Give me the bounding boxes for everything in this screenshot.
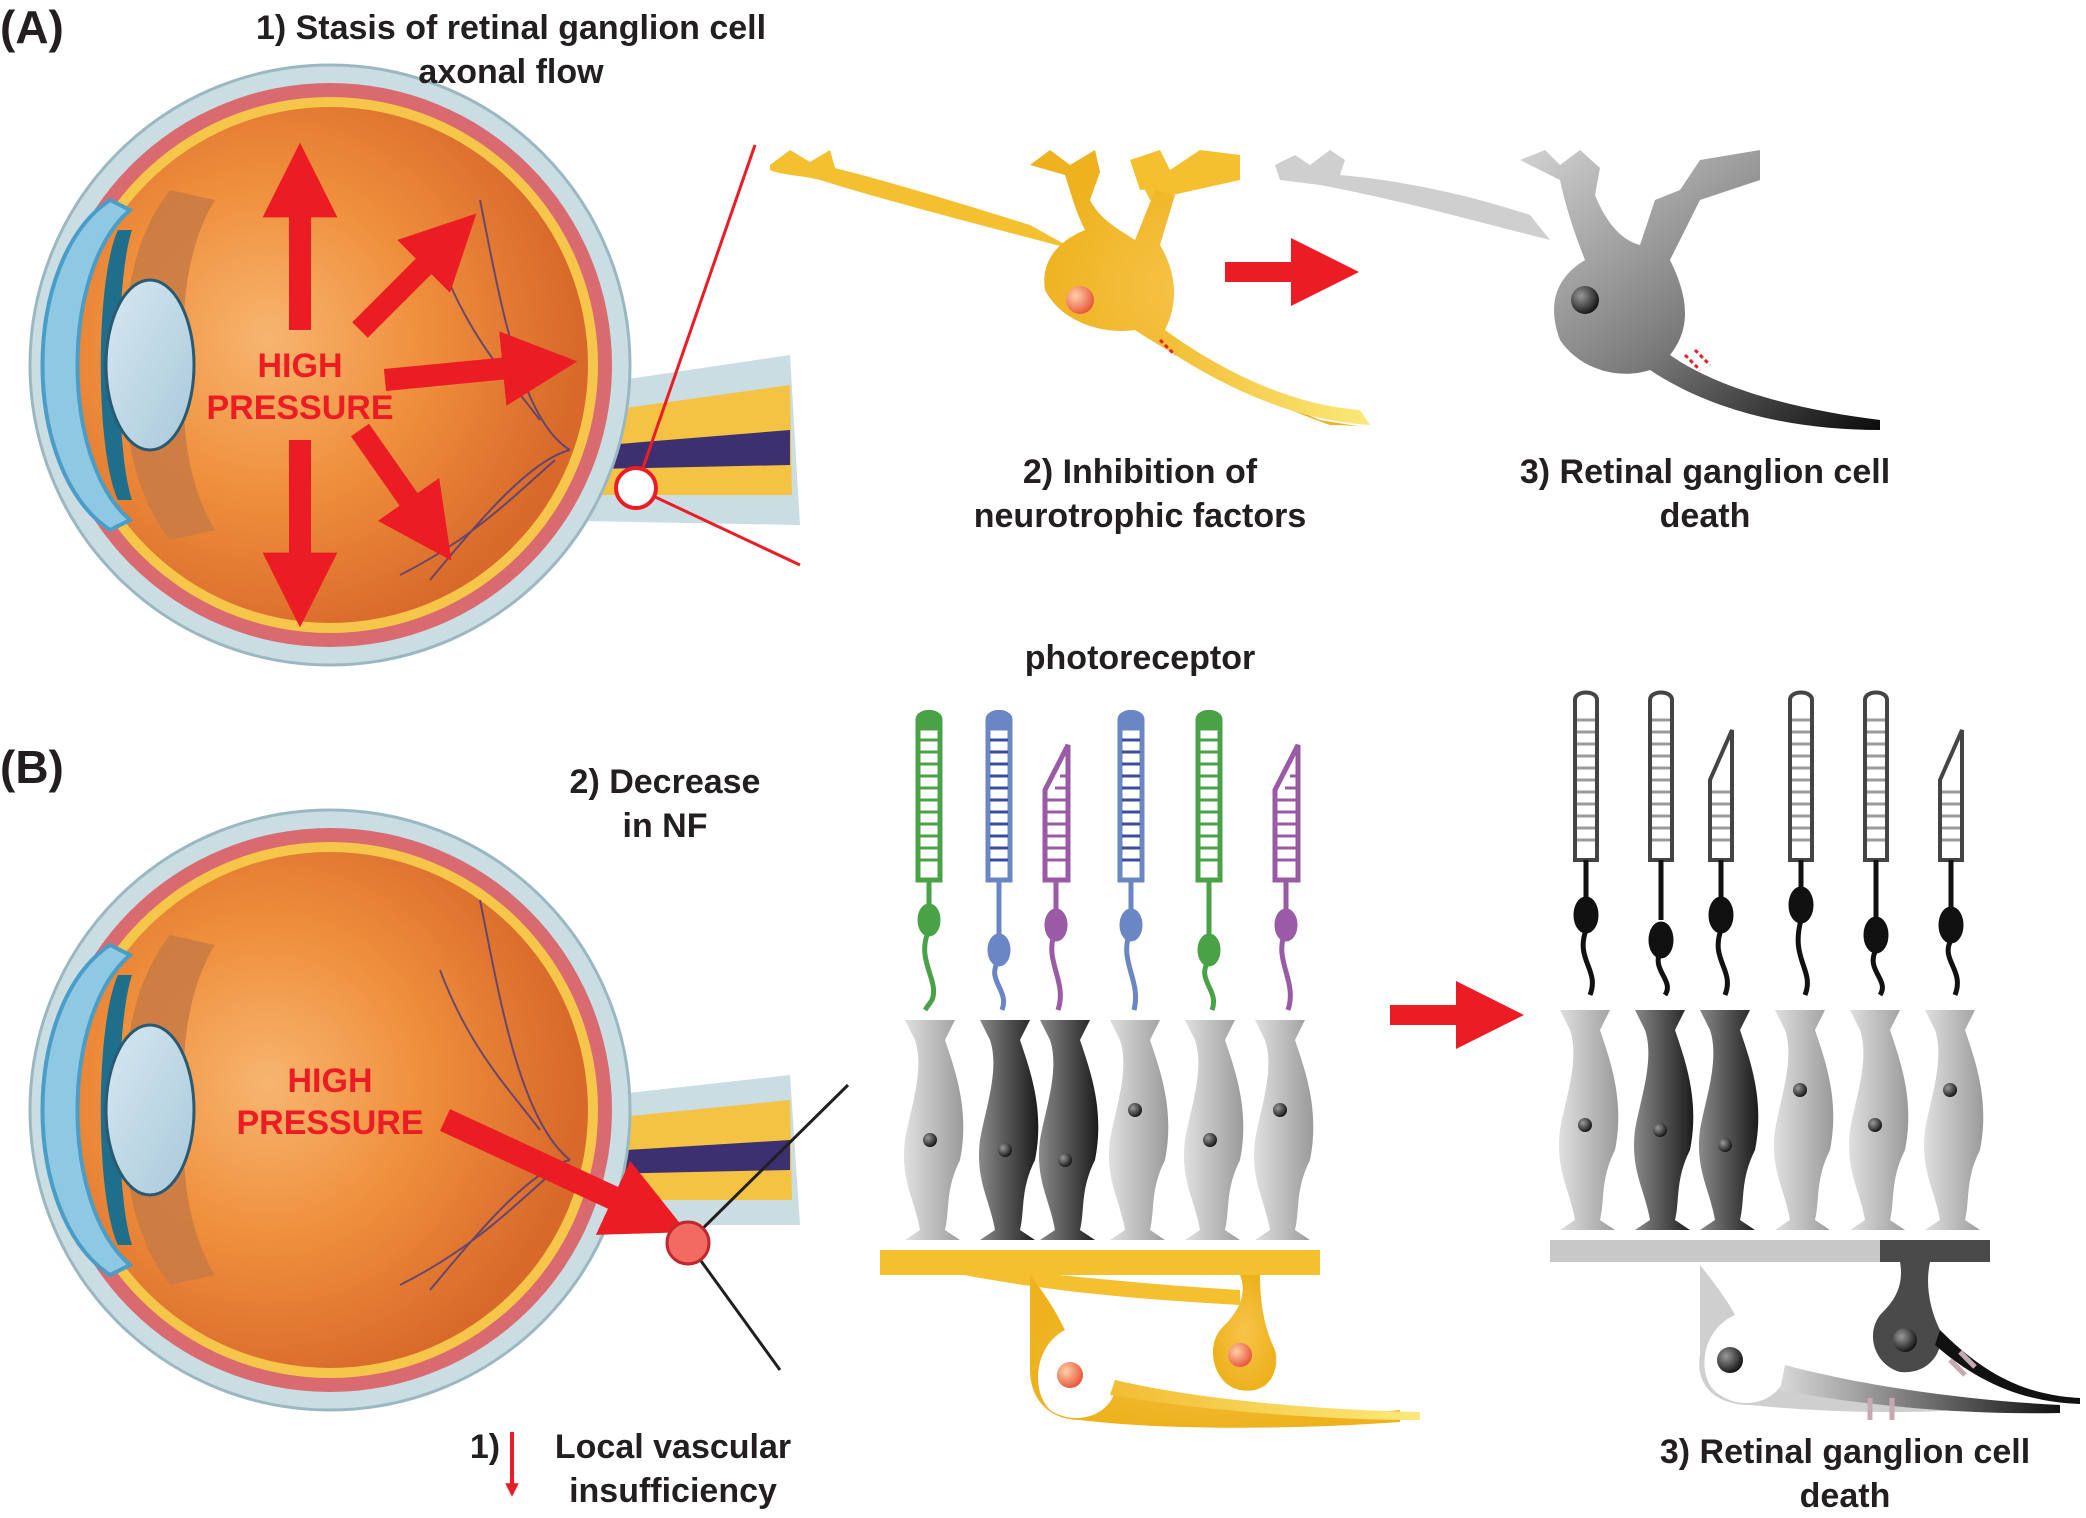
bipolar-cell-row [903,1020,1314,1240]
eye-illustration-b [28,808,800,1412]
healthy-ganglion-cell-a [770,150,1370,427]
bipolar-cell [903,1020,964,1240]
step1b-line2: insufficiency [569,1472,777,1510]
step3b-line2: death [1799,1477,1891,1515]
dying-ganglion-cell-a [1275,150,1880,430]
high-pressure-label-a: HIGH PRESSURE [180,345,420,429]
step3-death-label-a: 3) Retinal ganglion cell death [1485,450,1925,538]
step2-line1: 2) Inhibition of [1022,453,1258,491]
bipolar-cell [1773,1010,1834,1230]
bipolar-cell [1253,1020,1314,1240]
panel-b-label: (B) [0,741,64,793]
pressure-arrow-b [439,1109,688,1235]
step2b-line2: in NF [622,807,708,845]
high-pressure-label-b: HIGH PRESSURE [210,1060,450,1144]
step1-line1: 1) Stasis of retinal ganglion cell [255,9,767,47]
rod-purple [1042,743,1071,1011]
nucleus [1571,286,1599,314]
nucleus [1717,1347,1743,1373]
rod-purple [1272,743,1301,1011]
high-pressure-line2: PRESSURE [206,389,394,427]
degenerated-inner-segments [1573,860,1964,997]
step2b-line1: 2) Decrease [569,763,761,801]
bipolar-cell [1183,1020,1244,1240]
step2-inhibition-label: 2) Inhibition of neurotrophic factors [960,450,1320,538]
cone-green [1195,710,1223,1011]
cone-blue [1117,710,1145,1011]
bipolar-cell [1108,1020,1169,1240]
bipolar-cell [1633,1010,1694,1230]
bipolar-cell [1698,1010,1759,1230]
panel-a-label: (A) [0,1,64,53]
step1-stasis-label: 1) Stasis of retinal ganglion cell axona… [216,6,806,94]
bipolar-cell-row-damaged [1558,1010,1984,1230]
bipolar-cell [978,1020,1039,1240]
step1-vascular-label: Local vascular insufficiency [528,1425,818,1513]
cone-blue [985,710,1013,1011]
photoreceptor-label: photoreceptor [1024,639,1256,677]
degenerated-photoreceptor-row [1573,690,1964,862]
step2-decrease-label: 2) Decrease in NF [550,760,780,848]
pressure-arrow [352,213,477,338]
zoom-callout-b [665,1083,850,1371]
step1-number-b: 1) [469,1428,501,1466]
optic-nerve-marker [614,466,658,510]
bipolar-cell [1558,1010,1619,1230]
cone-green [915,710,943,1012]
bipolar-cell [1923,1010,1984,1230]
step1-line2: axonal flow [418,53,604,91]
degenerated-disk-stripes [1577,718,1960,842]
ganglion-cell-layer [880,1250,1420,1428]
bipolar-cell [1848,1010,1909,1230]
high-pressure-b-line1: HIGH [287,1062,373,1100]
nucleus [1893,1328,1917,1352]
step2-line2: neurotrophic factors [973,497,1307,535]
photoreceptor-row [915,710,1301,1012]
nucleus [1228,1343,1252,1367]
high-pressure-b-line2: PRESSURE [236,1104,424,1142]
step3a-line1: 3) Retinal ganglion cell [1519,453,1891,491]
pressure-arrow [383,331,578,406]
step3-death-label-b: 3) Retinal ganglion cell death [1625,1430,2065,1518]
step3a-line2: death [1659,497,1751,535]
step3b-line1: 3) Retinal ganglion cell [1659,1433,2031,1471]
zoom-callout-a [614,144,801,567]
retina-healthy [880,710,1420,1428]
vascular-insufficiency-marker [665,1220,711,1266]
nucleus [1057,1362,1083,1388]
high-pressure-line1: HIGH [257,347,343,385]
step1b-line1: Local vascular [554,1428,792,1466]
bipolar-cell [1038,1020,1099,1240]
retina-damaged [1550,690,2080,1420]
nucleus [1066,286,1094,314]
pressure-arrow [350,423,452,561]
pressure-arrows-a [262,142,578,628]
ganglion-cell-layer-damaged [1550,1240,2080,1420]
